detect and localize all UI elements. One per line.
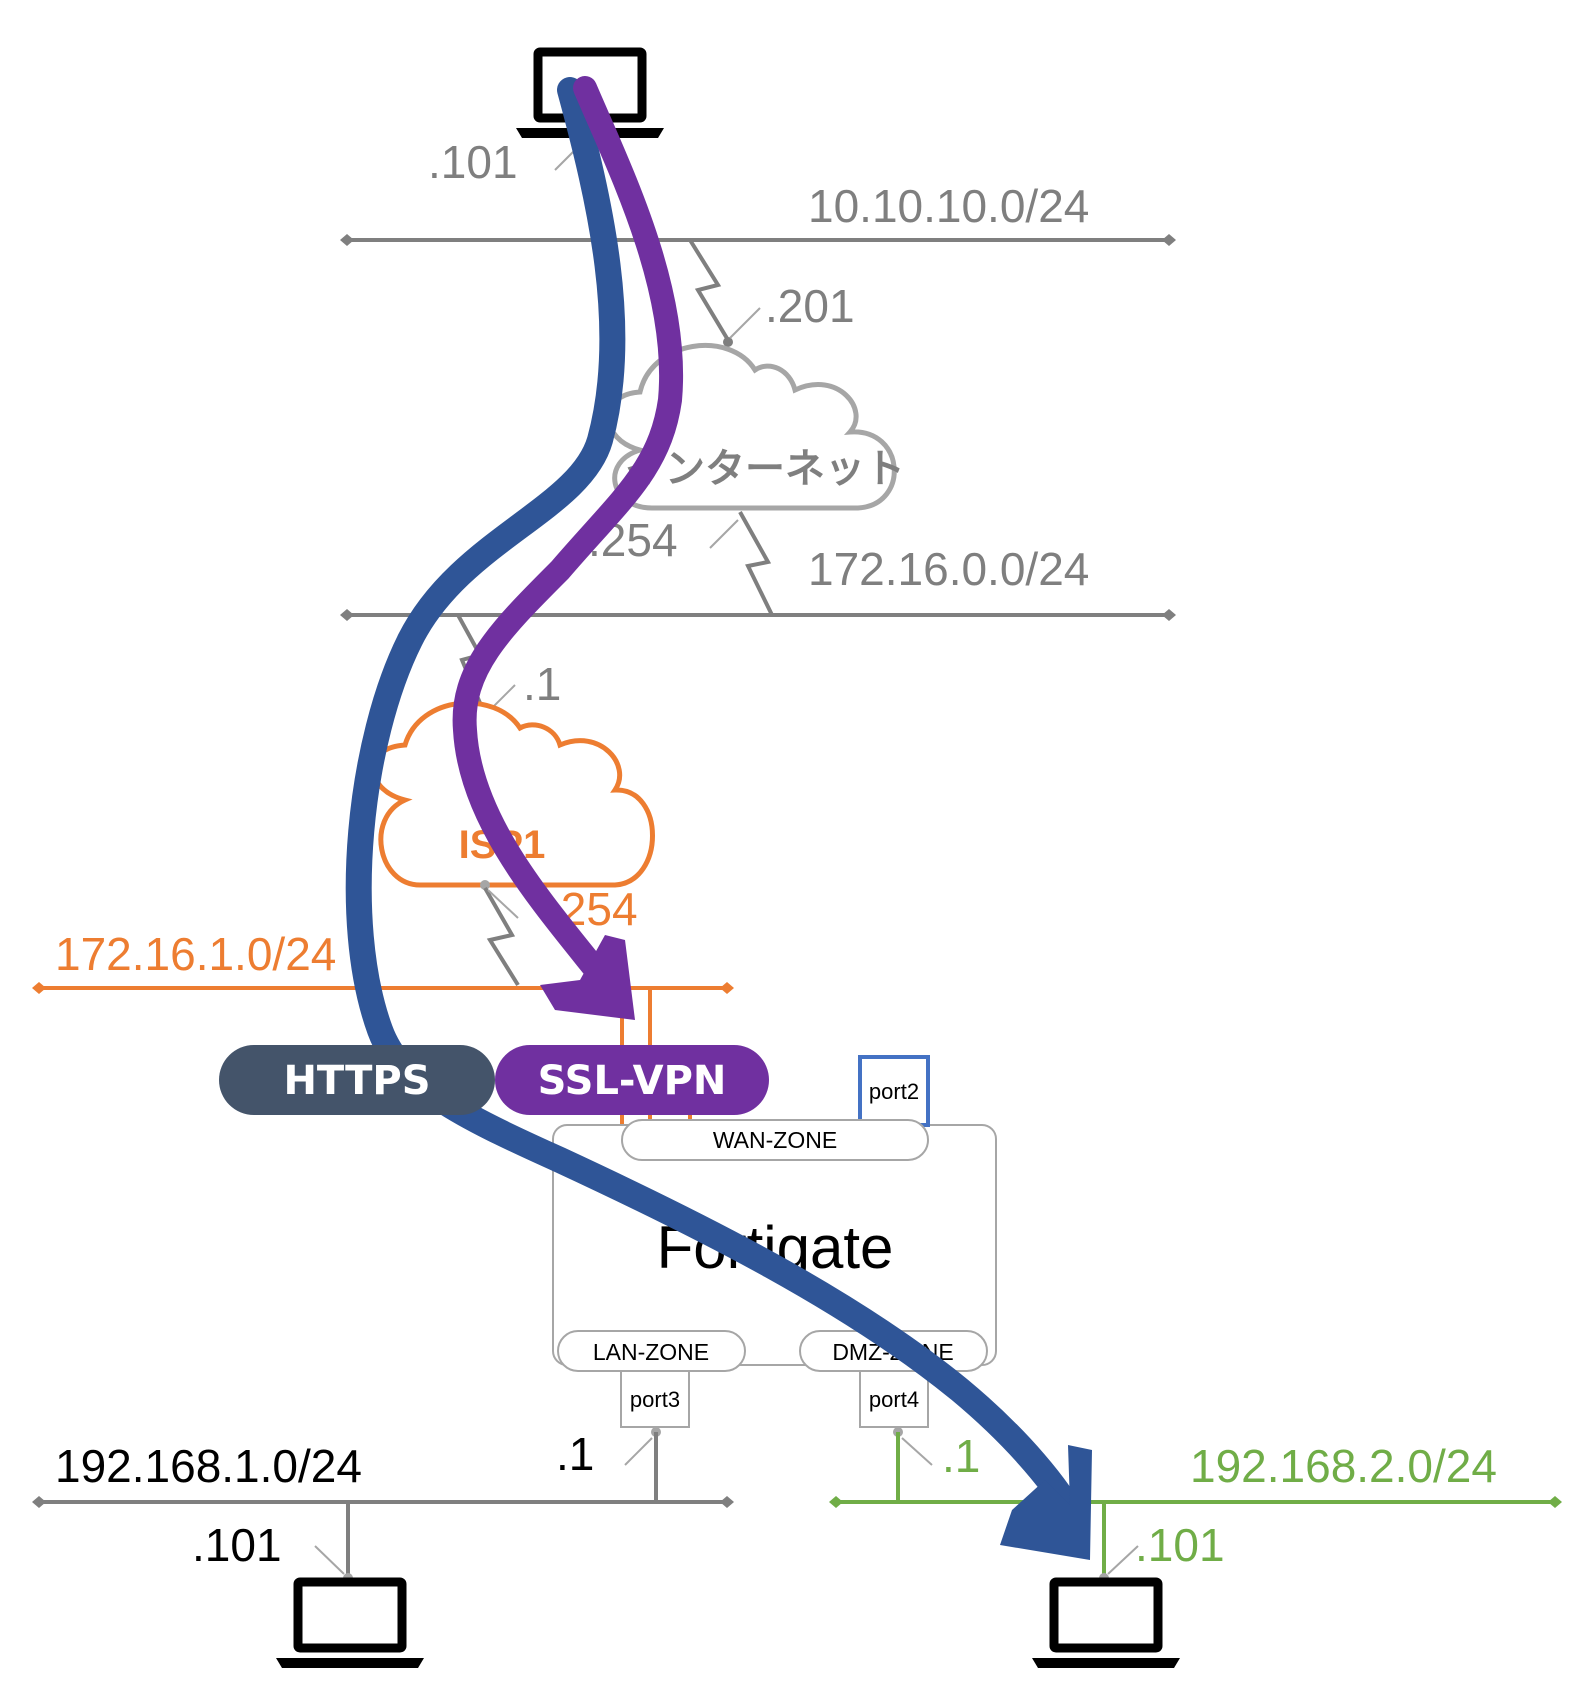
sslvpn-arrowhead — [540, 935, 635, 1020]
top-host-ip: .101 — [428, 136, 518, 188]
lan-subnet: 192.168.1.0/24 — [55, 1440, 362, 1492]
dmz-laptop-icon — [1032, 1582, 1180, 1668]
dmz-gw-ip: .1 — [942, 1430, 980, 1482]
net-172-16-0-subnet: 172.16.0.0/24 — [808, 543, 1089, 595]
wan-zone-pill — [621, 1119, 929, 1161]
isp1-cloud-icon — [370, 700, 655, 888]
sslvpn-badge-label: SSL-VPN — [538, 1058, 727, 1104]
lan-laptop-icon — [276, 1582, 424, 1668]
isp1-ip-leader — [487, 889, 519, 919]
lan-zone-label: LAN-ZONE — [593, 1339, 709, 1365]
net-172-16-1-subnet: 172.16.1.0/24 — [55, 928, 336, 980]
isp1-downlink-dot — [480, 880, 490, 890]
net-172-16-1-end-right — [720, 982, 734, 994]
net-10-end-right — [1162, 234, 1176, 246]
isp1-downlink-zigzag — [483, 887, 520, 987]
lan-gw-leader — [624, 1437, 653, 1466]
isp-uplink-ip: .1 — [523, 658, 561, 710]
dmz-host-leader — [1107, 1545, 1139, 1575]
net-172-16-1-end-left — [32, 982, 46, 994]
https-flow-arrow — [345, 77, 1088, 1533]
net-172-16-0-end-right — [1162, 609, 1176, 621]
port3-box — [620, 1370, 690, 1428]
lan-end-right — [720, 1496, 734, 1508]
port2-label: port2 — [869, 1079, 919, 1104]
lan-gw-ip: .1 — [556, 1428, 594, 1480]
net-10-subnet: 10.10.10.0/24 — [808, 180, 1089, 232]
https-arrowhead — [1000, 1445, 1092, 1560]
net-10-gw-ip: .201 — [765, 280, 855, 332]
dmz-host-ip: .101 — [1135, 1519, 1225, 1571]
dmz-gw-leader — [901, 1437, 933, 1466]
internet-downlink-zigzag — [738, 511, 774, 616]
lan-end-left — [32, 1496, 46, 1508]
top-host-leader — [554, 149, 576, 171]
internet-ip-leader — [709, 519, 739, 549]
port4-box — [859, 1370, 929, 1428]
dmz-subnet: 192.168.2.0/24 — [1190, 1440, 1497, 1492]
net-10-uplink-dot — [723, 337, 733, 347]
port3-label: port3 — [630, 1387, 680, 1412]
net-10-uplink-zigzag — [688, 238, 730, 342]
dmz-end-right — [1548, 1496, 1562, 1508]
net-10-end-left — [340, 234, 354, 246]
lan-host-leader — [314, 1545, 345, 1575]
https-badge-label: HTTPS — [283, 1058, 430, 1104]
dmz-end-left — [829, 1496, 843, 1508]
sslvpn-badge — [495, 1045, 769, 1115]
sslvpn-flow-arrow — [452, 76, 684, 987]
internet-label: インターネット — [625, 447, 905, 491]
wan-zone-label: WAN-ZONE — [713, 1127, 837, 1153]
net-172-16-0-end-left — [340, 609, 354, 621]
port4-label: port4 — [869, 1387, 919, 1412]
https-badge — [219, 1045, 495, 1115]
net-10-gw-leader — [729, 307, 761, 339]
lan-host-ip: .101 — [192, 1519, 282, 1571]
